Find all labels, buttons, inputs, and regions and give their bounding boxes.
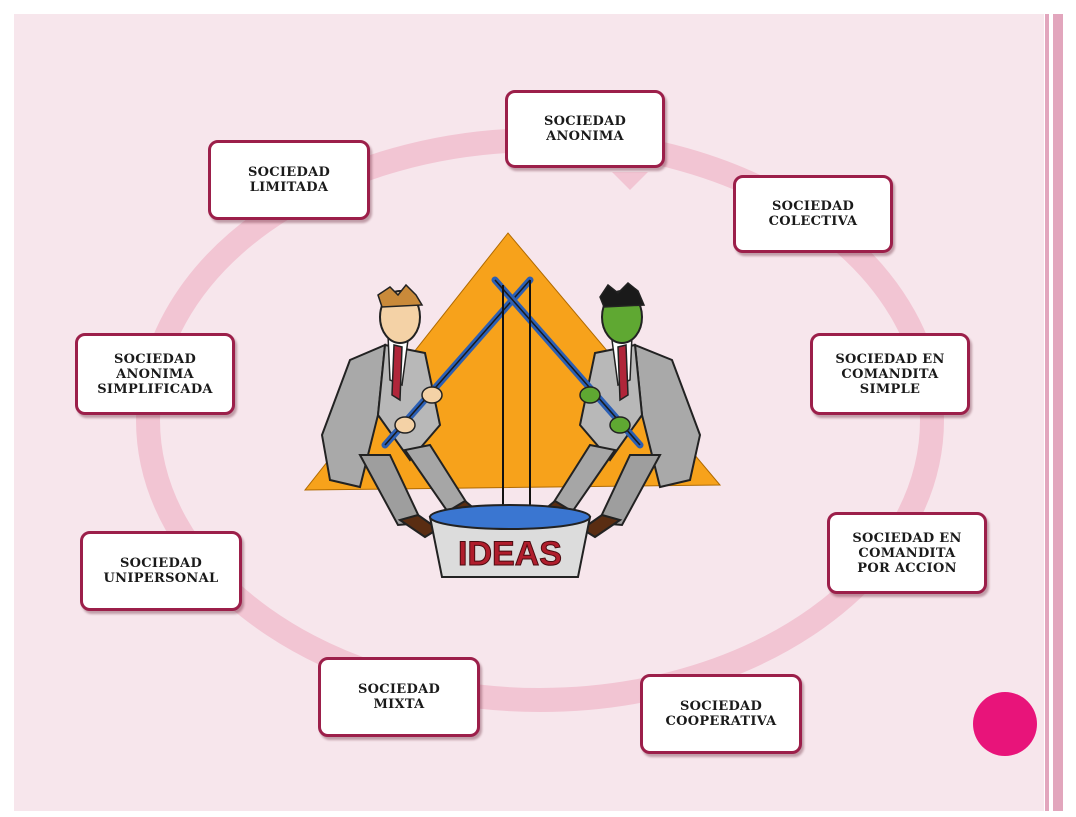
node-sociedad-comandita-accion[interactable]: SOCIEDAD EN COMANDITA POR ACCION (827, 512, 987, 594)
node-sociedad-comandita-simple[interactable]: SOCIEDAD EN COMANDITA SIMPLE (810, 333, 970, 415)
cycle-arrowhead (612, 172, 648, 190)
nav-dot-button[interactable] (973, 692, 1037, 756)
node-sociedad-unipersonal[interactable]: SOCIEDAD UNIPERSONAL (80, 531, 242, 611)
node-sociedad-anonima[interactable]: SOCIEDAD ANONIMA (505, 90, 665, 168)
node-label: SOCIEDAD MIXTA (357, 682, 441, 712)
node-label: SOCIEDAD COLECTIVA (768, 199, 858, 229)
node-sociedad-mixta[interactable]: SOCIEDAD MIXTA (318, 657, 480, 737)
ideas-bucket: IDEAS (428, 504, 592, 578)
node-label: SOCIEDAD UNIPERSONAL (103, 556, 219, 586)
node-label: SOCIEDAD COOPERATIVA (665, 699, 777, 729)
node-sociedad-cooperativa[interactable]: SOCIEDAD COOPERATIVA (640, 674, 802, 754)
left-businessman-figure (320, 276, 534, 539)
node-label: SOCIEDAD ANONIMA SIMPLIFICADA (97, 351, 213, 397)
node-label: SOCIEDAD EN COMANDITA SIMPLE (835, 351, 945, 397)
right-border-rule-thick (1053, 14, 1063, 811)
right-businessman-figure (491, 276, 702, 539)
node-sociedad-colectiva[interactable]: SOCIEDAD COLECTIVA (733, 175, 893, 253)
node-sociedad-anonima-simplificada[interactable]: SOCIEDAD ANONIMA SIMPLIFICADA (75, 333, 235, 415)
node-sociedad-limitada[interactable]: SOCIEDAD LIMITADA (208, 140, 370, 220)
node-label: SOCIEDAD EN COMANDITA POR ACCION (852, 530, 962, 576)
bucket-label: IDEAS (458, 535, 562, 573)
node-label: SOCIEDAD LIMITADA (247, 165, 331, 195)
right-border-rule (1045, 14, 1049, 811)
node-label: SOCIEDAD ANONIMA (543, 114, 627, 144)
center-illustration: IDEAS (303, 232, 722, 578)
